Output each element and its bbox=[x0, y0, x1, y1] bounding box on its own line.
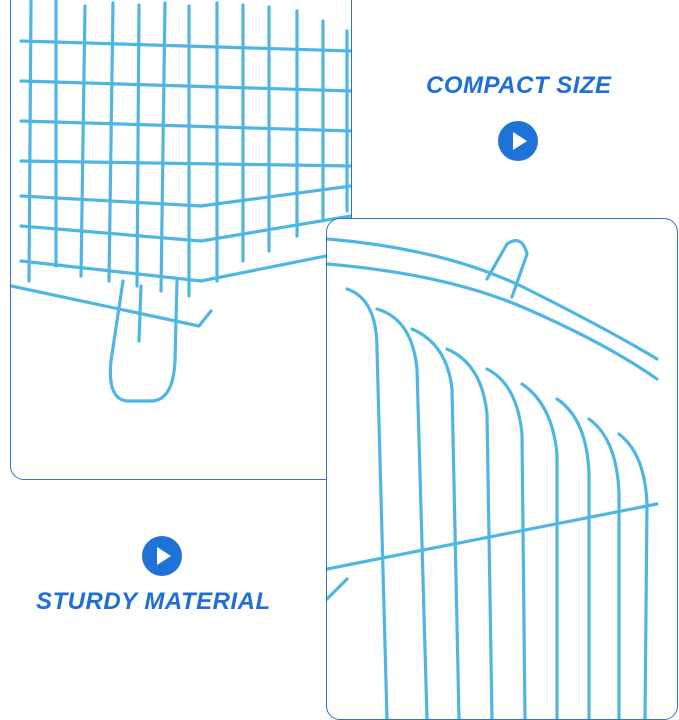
wire-cage-hay-rack-closeup bbox=[11, 0, 351, 403]
compact-size-label: COMPACT SIZE bbox=[426, 72, 612, 99]
play-icon[interactable] bbox=[142, 536, 182, 576]
play-icon[interactable] bbox=[498, 121, 538, 161]
sturdy-material-label: STURDY MATERIAL bbox=[36, 588, 271, 615]
product-image-top bbox=[10, 0, 352, 480]
wire-cage-hay-rack-angle bbox=[327, 237, 659, 719]
product-image-bottom bbox=[326, 218, 678, 720]
